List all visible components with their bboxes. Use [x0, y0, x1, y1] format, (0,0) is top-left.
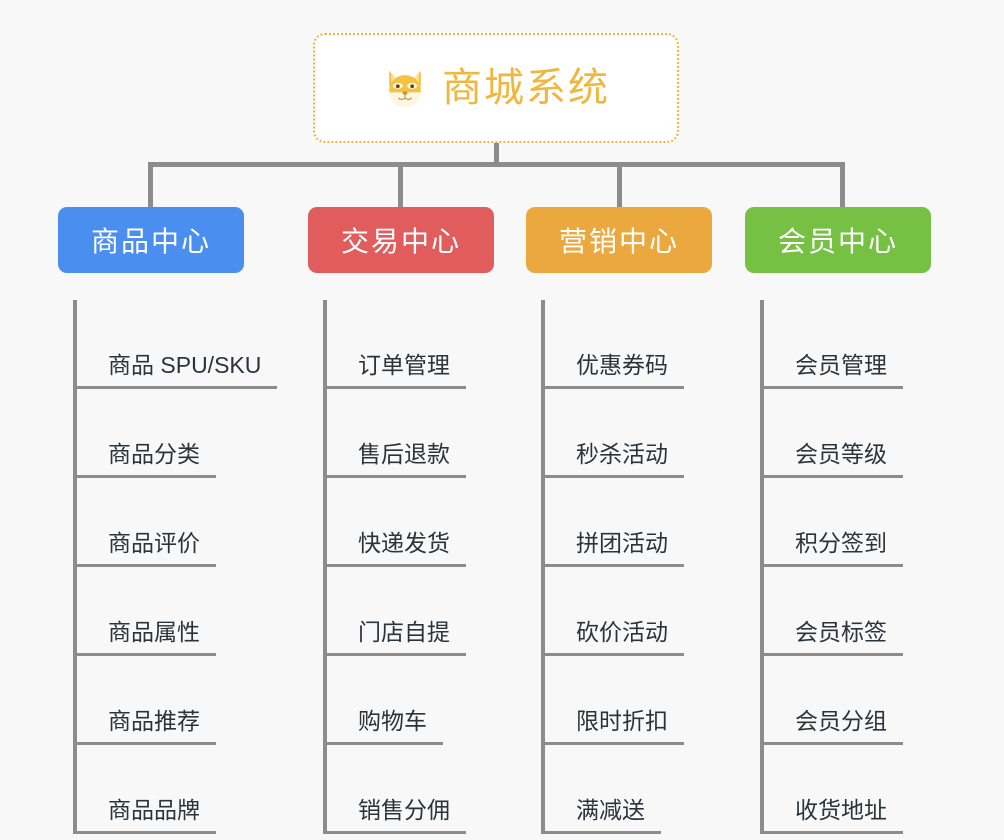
list-item-label: 商品分类 — [73, 440, 216, 478]
list-item[interactable]: 砍价活动 — [541, 567, 712, 656]
connector-drop-col-4 — [840, 162, 845, 208]
list-item-label: 优惠券码 — [541, 351, 684, 389]
shiba-dog-icon — [389, 70, 421, 108]
list-item[interactable]: 商品推荐 — [73, 656, 244, 745]
list-item[interactable]: 快递发货 — [323, 478, 494, 567]
list-item-label: 限时折扣 — [541, 707, 684, 745]
list-item[interactable]: 拼团活动 — [541, 478, 712, 567]
list-item-label: 会员等级 — [760, 440, 903, 478]
list-item-label: 会员分组 — [760, 707, 903, 745]
list-item-label: 会员标签 — [760, 618, 903, 656]
list-item-label: 拼团活动 — [541, 529, 684, 567]
list-item-label: 商品品牌 — [73, 796, 216, 834]
column-marketing-center: 营销中心 优惠券码 秒杀活动 拼团活动 砍价活动 限时折扣 满减送 — [526, 207, 712, 834]
list-item-label: 售后退款 — [323, 440, 466, 478]
column-header-product-center[interactable]: 商品中心 — [58, 207, 244, 273]
list-item[interactable]: 优惠券码 — [541, 300, 712, 389]
list-item-label: 秒杀活动 — [541, 440, 684, 478]
list-item[interactable]: 商品分类 — [73, 389, 244, 478]
list-item[interactable]: 门店自提 — [323, 567, 494, 656]
list-item-label: 积分签到 — [760, 529, 903, 567]
column-trade-center: 交易中心 订单管理 售后退款 快递发货 门店自提 购物车 销售分佣 — [308, 207, 494, 834]
list-item-label: 购物车 — [323, 707, 443, 745]
list-item-label: 商品评价 — [73, 529, 216, 567]
list-item[interactable]: 购物车 — [323, 656, 494, 745]
list-item-label: 门店自提 — [323, 618, 466, 656]
list-item[interactable]: 销售分佣 — [323, 745, 494, 834]
column-member-center: 会员中心 会员管理 会员等级 积分签到 会员标签 会员分组 收货地址 — [745, 207, 931, 834]
column-header-member-center[interactable]: 会员中心 — [745, 207, 931, 273]
list-item[interactable]: 积分签到 — [760, 478, 931, 567]
list-item[interactable]: 限时折扣 — [541, 656, 712, 745]
list-item[interactable]: 订单管理 — [323, 300, 494, 389]
list-item[interactable]: 售后退款 — [323, 389, 494, 478]
column-header-trade-center[interactable]: 交易中心 — [308, 207, 494, 273]
list-item[interactable]: 商品属性 — [73, 567, 244, 656]
list-item[interactable]: 商品评价 — [73, 478, 244, 567]
list-item[interactable]: 会员分组 — [760, 656, 931, 745]
list-item-label: 快递发货 — [323, 529, 466, 567]
list-item[interactable]: 会员等级 — [760, 389, 931, 478]
connector-root-stem — [494, 143, 499, 165]
list-item-label: 商品推荐 — [73, 707, 216, 745]
column-items-product-center: 商品 SPU/SKU 商品分类 商品评价 商品属性 商品推荐 商品品牌 — [73, 300, 278, 834]
column-items-member-center: 会员管理 会员等级 积分签到 会员标签 会员分组 收货地址 — [760, 300, 931, 834]
connector-drop-col-1 — [148, 162, 153, 208]
list-item-label: 商品 SPU/SKU — [73, 351, 278, 389]
list-item-label: 砍价活动 — [541, 618, 684, 656]
list-item-label: 销售分佣 — [323, 796, 466, 834]
list-item-label: 满减送 — [541, 796, 661, 834]
connector-horizontal-bus — [148, 162, 845, 167]
root-node[interactable]: 商城系统 — [313, 33, 679, 143]
list-item[interactable]: 满减送 — [541, 745, 712, 834]
column-items-trade-center: 订单管理 售后退款 快递发货 门店自提 购物车 销售分佣 — [323, 300, 494, 834]
column-product-center: 商品中心 商品 SPU/SKU 商品分类 商品评价 商品属性 商品推荐 商品品牌 — [58, 207, 278, 834]
connector-drop-col-2 — [398, 162, 403, 208]
root-title: 商城系统 — [442, 66, 610, 110]
list-item-label: 订单管理 — [323, 351, 466, 389]
list-item[interactable]: 秒杀活动 — [541, 389, 712, 478]
list-item-label: 会员管理 — [760, 351, 903, 389]
list-item[interactable]: 商品品牌 — [73, 745, 244, 834]
column-header-marketing-center[interactable]: 营销中心 — [526, 207, 712, 273]
list-item[interactable]: 会员管理 — [760, 300, 931, 389]
list-item[interactable]: 收货地址 — [760, 745, 931, 834]
list-item-label: 收货地址 — [760, 796, 903, 834]
column-items-marketing-center: 优惠券码 秒杀活动 拼团活动 砍价活动 限时折扣 满减送 — [541, 300, 712, 834]
list-item[interactable]: 商品 SPU/SKU — [73, 300, 278, 389]
list-item-label: 商品属性 — [73, 618, 216, 656]
connector-drop-col-3 — [617, 162, 622, 208]
list-item[interactable]: 会员标签 — [760, 567, 931, 656]
